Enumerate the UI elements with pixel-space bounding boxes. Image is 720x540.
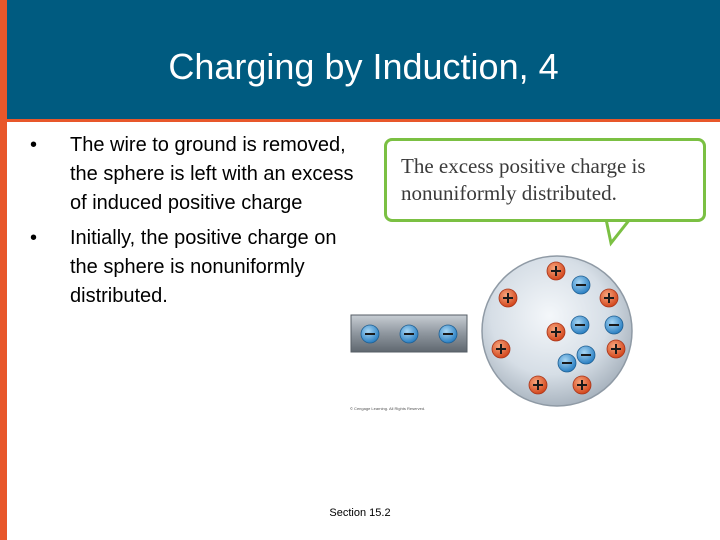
bullet-item: • The wire to ground is removed, the sph… xyxy=(30,131,360,218)
negative-charge-icon xyxy=(438,324,458,344)
bullet-item: • Initially, the positive charge on the … xyxy=(30,224,360,311)
title-underline xyxy=(7,119,720,122)
rod-charges xyxy=(360,324,458,344)
callout-text: The excess positive charge is nonuniform… xyxy=(401,154,646,205)
figure-copyright: © Cengage Learning. All Rights Reserved. xyxy=(350,406,426,411)
section-footer: Section 15.2 xyxy=(329,507,391,519)
callout-box: The excess positive charge is nonuniform… xyxy=(384,138,706,222)
bullet-list: • The wire to ground is removed, the sph… xyxy=(30,131,360,317)
positive-charge-icon xyxy=(606,339,626,359)
negative-charge-icon xyxy=(571,275,591,295)
slide-title: Charging by Induction, 4 xyxy=(168,46,559,87)
positive-charge-icon xyxy=(528,375,548,395)
callout-pointer xyxy=(604,217,634,247)
positive-charge-icon xyxy=(498,288,518,308)
bullet-text: Initially, the positive charge on the sp… xyxy=(70,227,337,307)
negative-charge-icon xyxy=(570,315,590,335)
left-accent-bar xyxy=(0,0,7,540)
negative-charge-icon xyxy=(360,324,380,344)
negative-charge-icon xyxy=(399,324,419,344)
positive-charge-icon xyxy=(491,339,511,359)
charged-rod xyxy=(350,314,468,353)
negative-charge-icon xyxy=(604,315,624,335)
bullet-dot: • xyxy=(30,134,38,156)
positive-charge-icon xyxy=(572,375,592,395)
negative-charge-icon xyxy=(576,345,596,365)
positive-charge-icon xyxy=(546,261,566,281)
negative-charge-icon xyxy=(557,353,577,373)
sphere-charges xyxy=(491,261,626,395)
bullet-dot: • xyxy=(30,227,38,249)
positive-charge-icon xyxy=(546,322,566,342)
title-bar: Charging by Induction, 4 xyxy=(7,0,720,119)
conducting-sphere xyxy=(481,255,633,407)
bullet-text: The wire to ground is removed, the spher… xyxy=(70,134,354,214)
positive-charge-icon xyxy=(599,288,619,308)
